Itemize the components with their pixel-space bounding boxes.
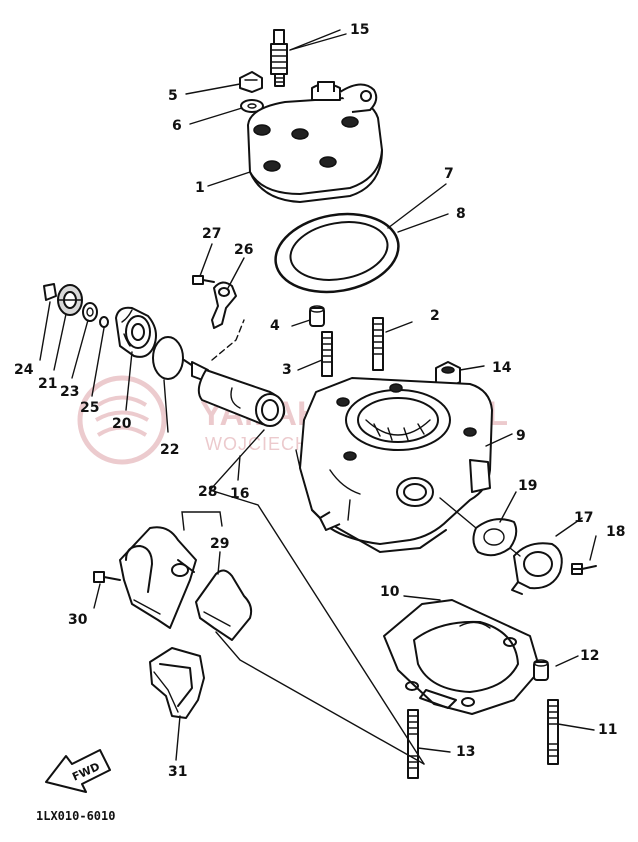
cylinder [299,377,493,553]
label-22: 22 [160,442,179,458]
label-1: 1 [195,180,205,196]
label-18: 18 [606,524,625,540]
leader-lines [39,29,597,761]
stud-bolt-11 [547,699,559,765]
small-o-ring [99,316,109,328]
spark-plug [270,29,288,87]
label-7: 7 [444,166,454,182]
hose-o-ring [152,336,184,380]
cap-nut [239,71,263,93]
label-3: 3 [282,362,292,378]
cylinder-head [247,81,383,203]
label-16: 16 [230,486,249,502]
label-4: 4 [270,318,280,334]
bolt-18 [571,563,597,575]
dowel-12 [533,659,549,681]
label-9: 9 [516,428,526,444]
screw-small [192,275,215,285]
seal [82,302,98,322]
label-19: 19 [518,478,537,494]
label-11: 11 [598,722,617,738]
bracket [211,281,237,329]
label-29: 29 [210,536,229,552]
label-6: 6 [172,118,182,134]
part-labels: 15 5 6 1 7 8 27 26 4 2 3 14 9 24 21 23 2… [14,22,625,780]
clip [43,283,57,301]
label-15: 15 [350,22,369,38]
diagram-code: 1LX010-6010 [36,809,115,823]
head-o-ring-inner [289,221,389,281]
label-21: 21 [38,376,57,392]
stud-bolt-13 [407,709,419,779]
washer [240,99,264,113]
cover-gasket [195,569,253,641]
label-17: 17 [574,510,593,526]
label-28: 28 [198,484,217,500]
rubber-cover [149,647,205,719]
label-26: 26 [234,242,253,258]
assembly-lines [181,319,521,765]
stud-bolt-short [321,331,333,377]
label-12: 12 [580,648,599,664]
base-gasket [383,599,541,715]
label-23: 23 [60,384,79,400]
label-27: 27 [202,226,221,242]
valve-cover [119,526,197,629]
port-cover [511,542,563,595]
label-8: 8 [456,206,466,222]
label-13: 13 [456,744,475,760]
label-30: 30 [68,612,88,628]
label-25: 25 [80,400,99,416]
label-5: 5 [168,88,178,104]
dowel-pin [309,305,325,327]
label-20: 20 [112,416,132,432]
label-24: 24 [14,362,34,378]
port-gasket [472,518,518,557]
bypass-pipe [183,359,286,427]
stud-bolt-long [372,317,384,371]
label-14: 14 [492,360,512,376]
head-o-ring-outer [274,212,400,294]
bolt-30 [93,571,121,583]
bearing [57,284,83,316]
hose-joint [115,306,157,358]
forward-arrow: FWD [45,749,111,793]
label-2: 2 [430,308,440,324]
label-10: 10 [380,584,400,600]
label-31: 31 [168,764,187,780]
